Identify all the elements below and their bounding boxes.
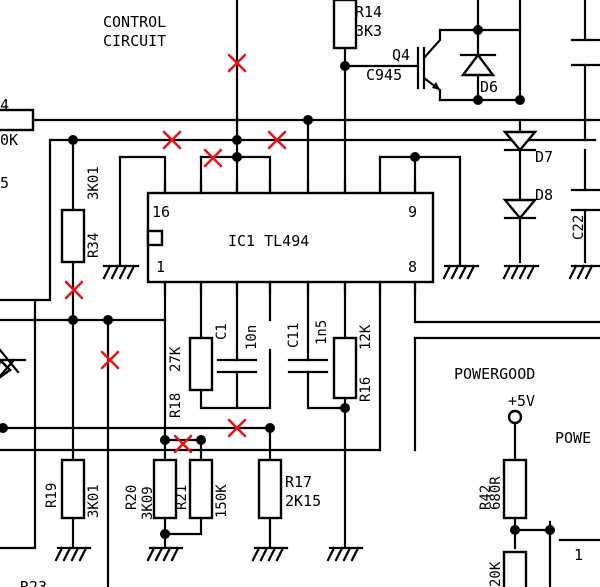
q4-base — [416, 46, 426, 90]
cut-mark-x — [100, 350, 120, 370]
r4-body — [0, 108, 35, 132]
cut-mark-x — [227, 418, 247, 438]
r18-value: 27K — [168, 346, 184, 372]
r42-body — [502, 458, 528, 520]
c22-ref: C22 — [571, 215, 587, 240]
c1-plates — [216, 358, 258, 374]
ic2-pin1: 1 — [574, 546, 583, 564]
r20-ref: R20 — [124, 485, 140, 510]
r43-value: 20K — [488, 561, 504, 587]
r16-body — [332, 336, 358, 400]
r42-value: 680R — [488, 476, 504, 510]
ic-tl494: IC1 TL494 16 9 1 8 — [146, 180, 435, 295]
c11-value: 1n5 — [314, 320, 330, 345]
c1-value: 10n — [244, 325, 260, 350]
ic-name: IC1 TL494 — [228, 232, 309, 250]
r17-value: 2K15 — [285, 492, 321, 510]
ic-pin1: 1 — [156, 258, 165, 276]
r20-body — [152, 458, 178, 520]
r34-value: 3K01 — [86, 166, 102, 200]
labels: CONTROL CIRCUIT POWERGOOD POWE +5V R14 3… — [0, 3, 591, 587]
c22-plates — [570, 188, 600, 212]
cut-mark-x — [162, 130, 182, 150]
c11-ref: C11 — [286, 323, 302, 348]
bottom-cut-label: R23 — [20, 578, 47, 587]
capacitors — [216, 38, 600, 374]
r42-ref: R42 — [478, 485, 494, 510]
d6-body — [460, 53, 496, 77]
q4-ref: Q4 — [392, 46, 410, 64]
vcc-terminal — [507, 409, 523, 425]
q4-legs — [422, 28, 442, 102]
cut-mark-x — [227, 53, 247, 73]
r21-value: 150K — [214, 484, 230, 518]
r43-body — [502, 550, 528, 587]
d8-body — [502, 198, 538, 220]
cut-mark-x — [203, 148, 223, 168]
ground-symbols — [54, 264, 600, 562]
r4-ref-cut: 4 — [0, 96, 9, 114]
section-label-circuit: CIRCUIT — [103, 32, 166, 50]
left-cut-5: 5 — [0, 174, 9, 192]
d7-body — [502, 130, 538, 152]
r34-ref: R34 — [86, 233, 102, 258]
r16-value: 12K — [358, 324, 374, 350]
ic-pin8: 8 — [408, 258, 417, 276]
d8-ref: D8 — [535, 186, 553, 204]
r21-ref: R21 — [174, 485, 190, 510]
r14-ref: R14 — [355, 3, 382, 21]
ic-pin9: 9 — [408, 203, 417, 221]
r19-value: 3K01 — [86, 484, 102, 518]
top-cap-plates — [570, 38, 600, 67]
r18-body — [188, 336, 214, 392]
cut-mark-x — [64, 280, 84, 300]
cut-marks — [64, 53, 287, 454]
section-label-powergood: POWERGOOD — [454, 365, 535, 383]
semiconductors — [0, 28, 538, 379]
r16-ref: R16 — [358, 377, 374, 402]
r4-value-cut: 0K — [0, 131, 18, 149]
r18-ref: R18 — [168, 393, 184, 418]
junction-dots — [0, 25, 555, 539]
r20-value: 3K09 — [140, 486, 156, 520]
c1-ref: C1 — [214, 323, 230, 340]
r19-body — [60, 458, 86, 520]
r21-body — [188, 458, 214, 520]
d6-ref: D6 — [480, 78, 498, 96]
d7-ref: D7 — [535, 148, 553, 166]
cut-mark-x — [173, 434, 193, 454]
r14-value: 3K3 — [355, 22, 382, 40]
q4-arrow — [432, 82, 440, 90]
ic-pin16: 16 — [152, 203, 170, 221]
section-label-powergood-cut: POWE — [555, 429, 591, 447]
resistor-bodies — [0, 0, 528, 587]
r17-body — [257, 458, 283, 520]
q4-part: C945 — [366, 66, 402, 84]
r14-body — [332, 0, 358, 50]
cut-mark-x — [267, 130, 287, 150]
vcc-label: +5V — [508, 392, 535, 410]
c11-plates — [287, 358, 329, 374]
r17-ref: R17 — [285, 473, 312, 491]
section-label-control: CONTROL — [103, 13, 166, 31]
r19-ref: R19 — [44, 483, 60, 508]
r34-body — [60, 208, 86, 264]
